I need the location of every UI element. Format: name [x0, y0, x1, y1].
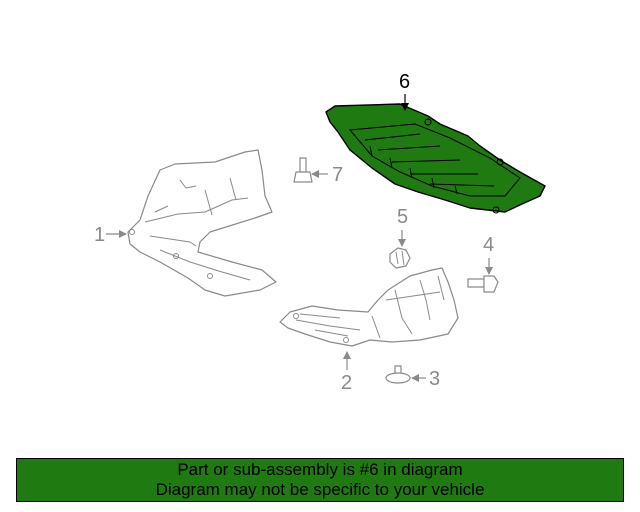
part-4-bolt[interactable] [467, 275, 499, 293]
banner-line-1: Part or sub-assembly is #6 in diagram [177, 460, 463, 479]
callout-6: 6 [399, 71, 410, 93]
parts-diagram: 6 1 7 5 4 2 3 [94, 71, 546, 394]
part-1-left-under-cover[interactable] [127, 149, 277, 297]
callout-3: 3 [429, 368, 440, 390]
callout-1: 1 [94, 224, 105, 246]
part-6-engine-under-cover[interactable] [325, 103, 546, 214]
part-3-screw-grommet[interactable] [385, 365, 411, 384]
callout-7: 7 [332, 164, 343, 186]
banner-line-2: Diagram may not be specific to your vehi… [155, 480, 485, 499]
part-2-right-under-cover[interactable] [279, 267, 459, 347]
info-banner: Part or sub-assembly is #6 in diagram Di… [16, 458, 624, 502]
callout-4: 4 [483, 234, 494, 256]
callout-2: 2 [341, 372, 352, 394]
part-5-clip[interactable] [389, 247, 411, 269]
part-7-bolt[interactable] [293, 157, 313, 183]
callout-5: 5 [397, 206, 408, 228]
